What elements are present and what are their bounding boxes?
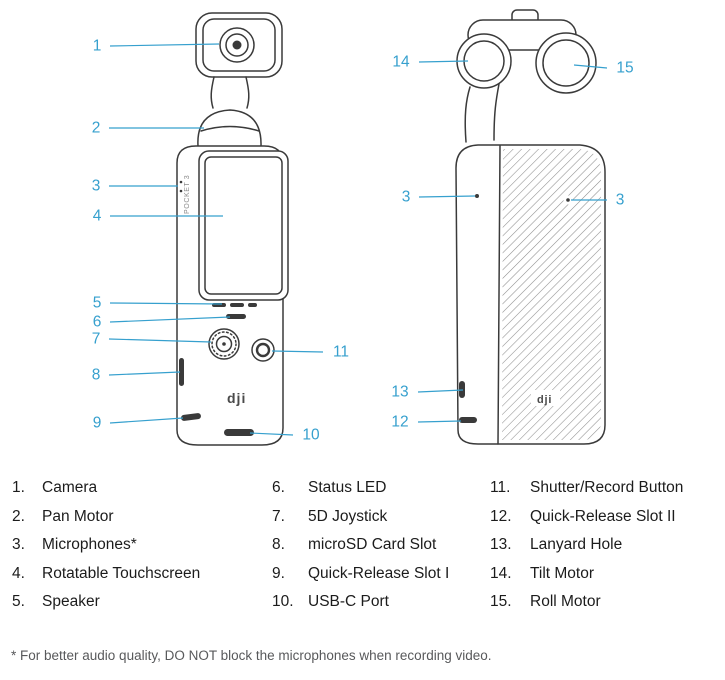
- legend-item-label: Rotatable Touchscreen: [42, 564, 201, 582]
- legend-item-label: Quick-Release Slot I: [308, 564, 450, 582]
- legend-item-label: 5D Joystick: [308, 507, 388, 525]
- legend-item-12: 12. Quick-Release Slot II: [490, 503, 722, 532]
- device-front-label: POCKET 3: [184, 175, 191, 214]
- quick-release-slot-1: [181, 413, 201, 421]
- legend-item-number: 9.: [272, 564, 285, 582]
- legend-item-label: Lanyard Hole: [530, 536, 623, 554]
- device-line-art: POCKET 3 dji dji: [108, 9, 608, 446]
- legend-item-number: 7.: [272, 507, 285, 525]
- legend-item-number: 6.: [272, 479, 285, 497]
- legend-item-11: 11. Shutter/Record Button: [490, 474, 722, 503]
- joystick: [208, 328, 240, 360]
- legend-item-label: Roll Motor: [530, 593, 601, 611]
- microphone-dot: [179, 180, 183, 184]
- microphone-dot: [475, 194, 479, 198]
- legend-item-10: 10. USB-C Port: [272, 588, 484, 617]
- legend-item-label: Microphones*: [42, 536, 137, 554]
- touchscreen: [198, 150, 289, 301]
- legend-item-3: 3. Microphones*: [12, 531, 262, 560]
- gimbal-neck: [210, 76, 215, 109]
- front-view-drawing: [176, 12, 289, 446]
- usb-c-port: [224, 429, 254, 436]
- legend-item-7: 7. 5D Joystick: [272, 503, 484, 532]
- legend-item-number: 8.: [272, 536, 285, 554]
- legend-item-number: 12.: [490, 507, 512, 525]
- legend-item-label: USB-C Port: [308, 593, 389, 611]
- callout-line-8: [108, 371, 181, 376]
- legend-column-3: 11. Shutter/Record Button 12. Quick-Release…: [490, 474, 722, 617]
- legend-item-9: 9. Quick-Release Slot I: [272, 560, 484, 589]
- microsd-slot: [179, 358, 184, 386]
- dji-logo-front: dji: [227, 390, 246, 406]
- legend-item-label: Pan Motor: [42, 507, 114, 525]
- legend-item-8: 8. microSD Card Slot: [272, 531, 484, 560]
- legend-item-5: 5. Speaker: [12, 588, 262, 617]
- microphone-dot: [179, 189, 183, 193]
- legend-item-number: 15.: [490, 593, 512, 611]
- legend-item-4: 4. Rotatable Touchscreen: [12, 560, 262, 589]
- legend-item-label: Speaker: [42, 593, 100, 611]
- legend-item-number: 2.: [12, 507, 25, 525]
- legend-item-1: 1. Camera: [12, 474, 262, 503]
- callout-line-5: [109, 302, 223, 305]
- legend-item-6: 6. Status LED: [272, 474, 484, 503]
- legend-item-number: 10.: [272, 593, 294, 611]
- dji-logo-side: dji: [537, 394, 552, 406]
- legend-item-number: 13.: [490, 536, 512, 554]
- callout-line-11: [271, 350, 324, 353]
- side-view-drawing: [455, 9, 606, 445]
- textured-panel: [502, 149, 601, 440]
- legend-item-number: 5.: [12, 593, 25, 611]
- footnote: * For better audio quality, DO NOT block…: [11, 648, 492, 663]
- legend-column-2: 6. Status LED 7. 5D Joystick 8. microSD Card …: [272, 474, 484, 617]
- legend-item-number: 3.: [12, 536, 25, 554]
- legend-item-13: 13. Lanyard Hole: [490, 531, 722, 560]
- legend-item-number: 11.: [490, 479, 511, 497]
- camera-lens: [219, 27, 255, 63]
- quick-release-slot-2: [459, 417, 477, 423]
- callout-line-12: [417, 420, 462, 423]
- legend-item-label: Camera: [42, 479, 98, 497]
- callout-line-3: [418, 195, 476, 198]
- callout-line-13: [417, 389, 464, 393]
- callout-line-15: [573, 64, 608, 69]
- callout-line-14: [418, 60, 469, 63]
- legend-item-label: Shutter/Record Button: [530, 479, 684, 497]
- callout-line-9: [109, 417, 184, 424]
- microphone-dot: [566, 198, 570, 202]
- callout-line-1: [109, 43, 220, 47]
- legend-item-label: microSD Card Slot: [308, 536, 437, 554]
- legend-item-label: Quick-Release Slot II: [530, 507, 676, 525]
- legend-item-number: 4.: [12, 564, 25, 582]
- callout-line-10: [249, 432, 294, 436]
- legend-item-label: Status LED: [308, 479, 387, 497]
- legend-column-1: 1. Camera 2. Pan Motor 3. Microphones* 4. Rotat…: [12, 474, 262, 617]
- callout-lines: [108, 43, 608, 436]
- status-led: [226, 314, 246, 319]
- legend-item-number: 14.: [490, 564, 512, 582]
- record-button: [251, 338, 275, 362]
- callout-line-6: [109, 316, 231, 323]
- roll-motor: [535, 32, 597, 94]
- legend-item-number: 1.: [12, 479, 25, 497]
- legend-item-2: 2. Pan Motor: [12, 503, 262, 532]
- legend-item-14: 14. Tilt Motor: [490, 560, 722, 589]
- callout-line-7: [108, 338, 212, 343]
- legend-item-15: 15. Roll Motor: [490, 588, 722, 617]
- legend: 1. Camera 2. Pan Motor 3. Microphones* 4. Rotat…: [0, 474, 725, 624]
- legend-item-label: Tilt Motor: [530, 564, 595, 582]
- side-neck: [464, 86, 471, 143]
- pan-motor: [197, 109, 262, 147]
